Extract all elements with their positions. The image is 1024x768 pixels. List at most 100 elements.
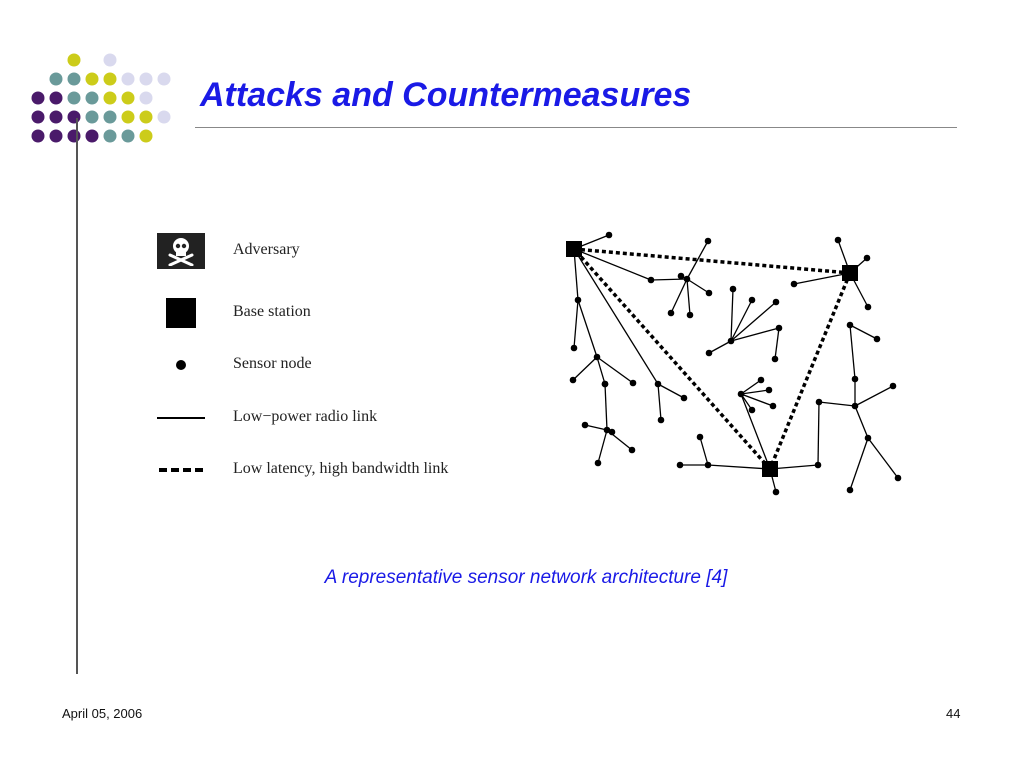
sensor-node [696, 433, 704, 441]
sensor-node [581, 421, 589, 429]
radio-link [573, 248, 579, 301]
decor-dot [85, 110, 99, 124]
sensor-node [601, 380, 609, 388]
decor-dot [157, 110, 171, 124]
sensor-node [705, 289, 713, 297]
decorative-dot-grid [31, 53, 171, 143]
radio-link [793, 272, 851, 285]
sensor-network-diagram [566, 231, 902, 496]
sensor-node [772, 298, 780, 306]
legend-label-bandwidth-link: Low latency, high bandwidth link [233, 460, 449, 477]
sensor-node [629, 379, 637, 387]
decor-dot [85, 91, 99, 105]
base-station [842, 265, 858, 281]
sensor-node [654, 380, 662, 388]
legend-item-bandwidth-link: Low latency, high bandwidth link [155, 450, 495, 490]
sensor-node [772, 488, 780, 496]
radio-link [849, 324, 856, 380]
sensor-node [775, 324, 783, 332]
decor-dot [85, 72, 99, 86]
radio-link [707, 464, 771, 470]
sensor-node [704, 461, 712, 469]
sensor-node [686, 311, 694, 319]
radio-link [573, 248, 659, 385]
decor-dot [121, 72, 135, 86]
sensor-node [569, 376, 577, 384]
sensor-node [790, 280, 798, 288]
decor-dot [67, 91, 81, 105]
sensor-node [667, 309, 675, 317]
decor-dot [31, 110, 45, 124]
decor-dot [67, 110, 81, 124]
radio-link [854, 405, 869, 439]
radio-link [657, 383, 662, 421]
sensor-node [677, 272, 685, 280]
vertical-rule [76, 118, 78, 674]
sensor-node [863, 254, 871, 262]
radio-link [740, 393, 771, 470]
decor-dot [139, 91, 153, 105]
slide-title: Attacks and Countermeasures [200, 76, 692, 114]
sensor-node [574, 296, 582, 304]
radio-link [573, 248, 652, 281]
decor-dot [103, 110, 117, 124]
sensor-node [680, 394, 688, 402]
sensor-node [834, 236, 842, 244]
decor-dot [49, 110, 63, 124]
radio-link [596, 356, 606, 385]
sensor-node [570, 344, 578, 352]
radio-link [699, 436, 709, 466]
dashed-line-icon [159, 468, 203, 472]
radio-link [584, 424, 608, 431]
sensor-node [864, 303, 872, 311]
legend-item-radio-link: Low−power radio link [155, 398, 495, 438]
radio-link [730, 301, 777, 342]
sensor-node [608, 428, 616, 436]
decor-dot [49, 129, 63, 143]
radio-link [708, 340, 732, 354]
radio-link [854, 385, 894, 407]
sensor-node [757, 376, 765, 384]
radio-link [670, 278, 688, 314]
radio-link [849, 324, 878, 340]
decor-dot [67, 129, 81, 143]
page-number: 44 [946, 706, 961, 721]
radio-link [774, 327, 780, 360]
radio-link [686, 278, 710, 294]
sensor-node [729, 285, 737, 293]
footer-date: April 05, 2006 [62, 706, 143, 721]
legend-label-adversary: Adversary [233, 241, 300, 258]
decor-dot [157, 72, 171, 86]
decor-dot [67, 72, 81, 86]
sensor-node [683, 275, 691, 283]
decor-dot [121, 110, 135, 124]
base-station [762, 461, 778, 477]
radio-link [817, 401, 820, 466]
sensor-node-icon [176, 360, 186, 370]
sensor-node [748, 406, 756, 414]
decor-dot [103, 72, 117, 86]
legend-item-sensor-node: Sensor node [155, 345, 495, 385]
sensor-node [894, 474, 902, 482]
sensor-node [657, 416, 665, 424]
sensor-node [846, 486, 854, 494]
high-bandwidth-link [768, 272, 852, 470]
radio-link [740, 389, 770, 395]
decor-dot [67, 53, 81, 67]
radio-link [604, 383, 608, 431]
sensor-node [815, 398, 823, 406]
radio-link [740, 379, 762, 395]
decor-dot [31, 91, 45, 105]
radio-link [573, 299, 579, 349]
sensor-node [603, 426, 611, 434]
radio-link [577, 299, 598, 358]
decor-dot [49, 72, 63, 86]
sensor-node [765, 386, 773, 394]
decor-dot [139, 72, 153, 86]
sensor-node [846, 321, 854, 329]
sensor-node [771, 355, 779, 363]
radio-link [730, 288, 734, 342]
figure-caption: A representative sensor network architec… [324, 567, 728, 588]
title-underline [195, 127, 957, 128]
radio-link [730, 299, 753, 342]
